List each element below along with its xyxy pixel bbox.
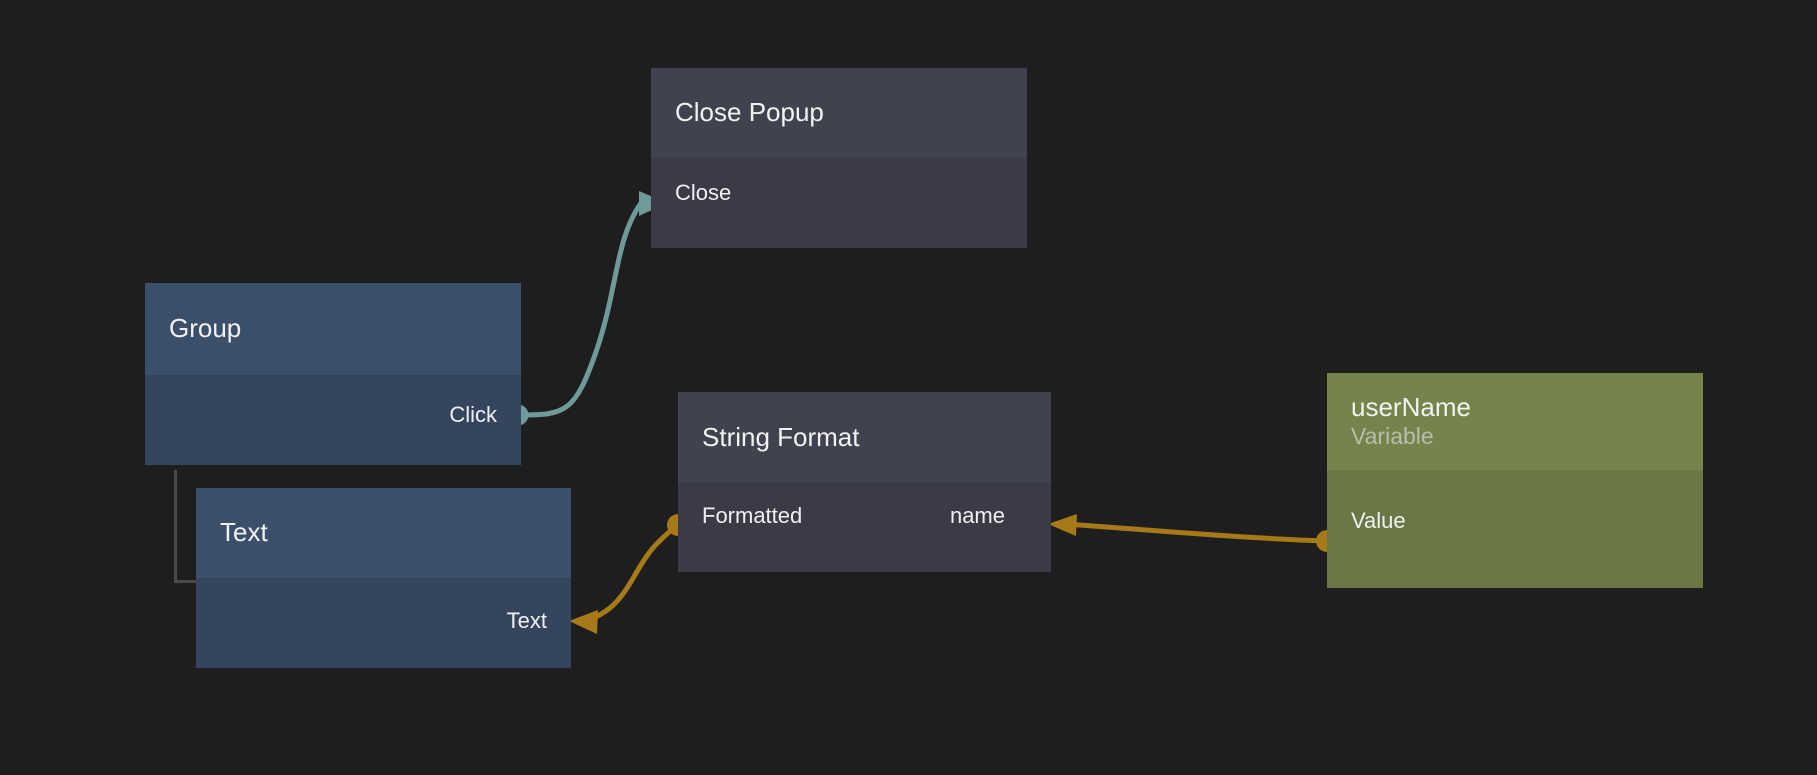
node-string-format-body: Formatted name	[678, 483, 1051, 572]
node-text-header: Text	[196, 488, 571, 578]
node-user-name-header: userName Variable	[1327, 373, 1703, 470]
port-label-formatted: Formatted	[702, 503, 803, 528]
node-string-format-title: String Format	[702, 421, 860, 452]
link-group-click-to-close	[507, 191, 667, 426]
link-formatted-to-text	[569, 514, 689, 634]
port-row-value[interactable]: Value	[1327, 504, 1703, 538]
node-string-format[interactable]: String Format Formatted name	[678, 392, 1051, 572]
node-string-format-header: String Format	[678, 392, 1051, 483]
node-group-title: Group	[169, 313, 242, 344]
port-label-value: Value	[1351, 508, 1406, 533]
port-label-text: Text	[506, 608, 547, 633]
node-close-popup-title: Close Popup	[675, 97, 824, 128]
node-close-popup[interactable]: Close Popup Close	[651, 68, 1027, 248]
port-label-close: Close	[675, 180, 732, 205]
hierarchy-bracket	[174, 470, 201, 583]
node-group[interactable]: Group Click	[145, 283, 521, 465]
node-text-body: Text	[196, 578, 571, 668]
port-label-click: Click	[449, 402, 497, 427]
node-close-popup-body: Close	[651, 158, 1027, 248]
port-row-close[interactable]: Close	[651, 176, 1027, 210]
node-user-name-body: Value	[1327, 470, 1703, 588]
node-group-body: Click	[145, 375, 521, 465]
node-text-title: Text	[220, 517, 268, 548]
port-row-text[interactable]: Text	[196, 604, 571, 638]
port-row-formatted-name[interactable]: Formatted name	[678, 499, 1051, 533]
node-user-name-title: userName	[1351, 392, 1471, 423]
node-user-name-subtitle: Variable	[1351, 423, 1434, 450]
node-text[interactable]: Text Text	[196, 488, 571, 668]
node-group-header: Group	[145, 283, 521, 375]
node-close-popup-header: Close Popup	[651, 68, 1027, 158]
port-label-name: name	[949, 503, 1005, 528]
port-row-click[interactable]: Click	[145, 398, 521, 432]
link-value-to-name	[1048, 514, 1338, 552]
node-user-name[interactable]: userName Variable Value	[1327, 373, 1703, 588]
